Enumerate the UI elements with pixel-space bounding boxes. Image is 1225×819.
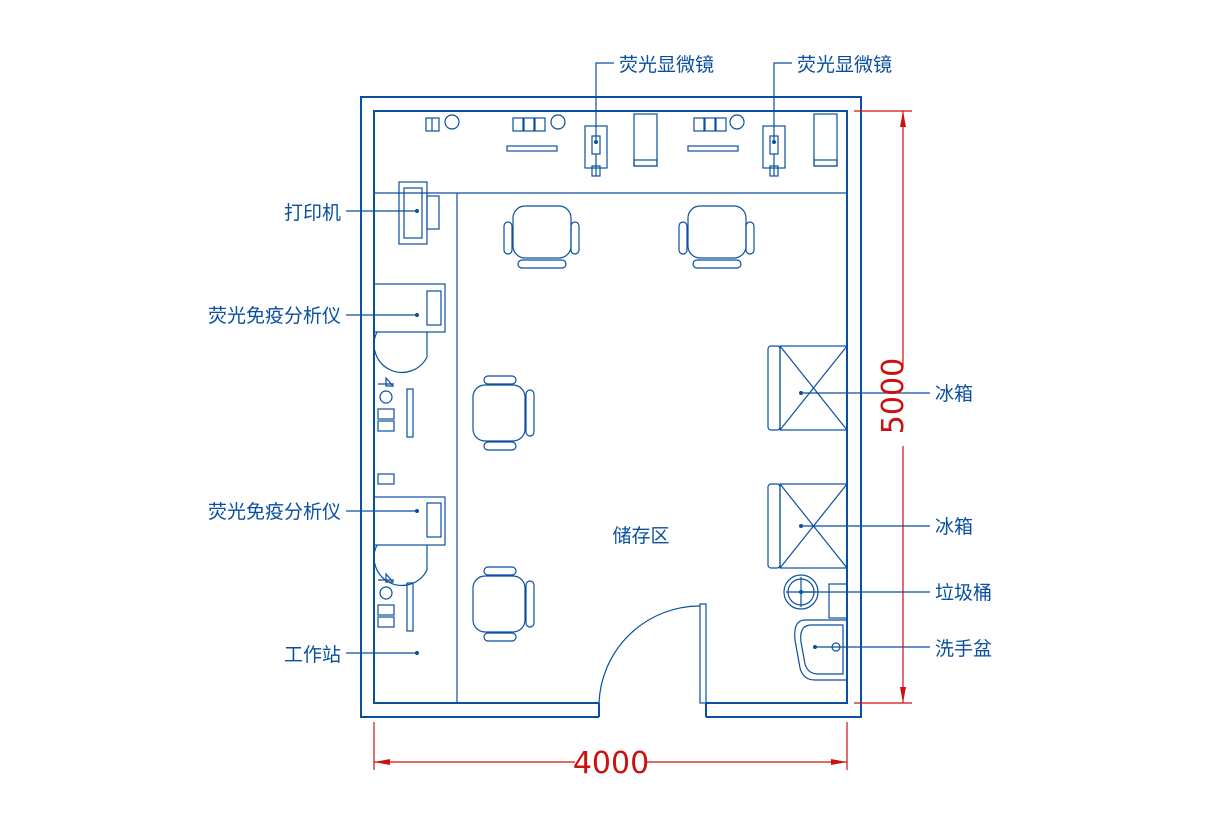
chair-top-left-icon xyxy=(503,205,580,269)
label-fridge-1: 冰箱 xyxy=(935,383,973,405)
printer-icon xyxy=(398,181,440,245)
label-trash: 垃圾桶 xyxy=(935,582,992,604)
label-analyzer-1: 荧光免疫分析仪 xyxy=(208,305,341,327)
door xyxy=(598,603,707,704)
chair-top-right-icon xyxy=(678,205,755,269)
sink-icon xyxy=(794,619,848,681)
chair-bottom-left-icon xyxy=(472,566,535,642)
dimension-height xyxy=(854,110,912,704)
walls xyxy=(360,96,862,718)
dimension-width xyxy=(373,722,848,770)
label-microscope-2: 荧光显微镜 xyxy=(797,54,892,76)
trash-icon xyxy=(783,574,848,619)
label-analyzer-2: 荧光免疫分析仪 xyxy=(208,501,341,523)
top-counter-items xyxy=(425,113,838,167)
analyzer-2-icon xyxy=(373,496,446,587)
dimension-height-label: 5000 xyxy=(876,358,911,434)
leader-lines xyxy=(346,62,930,655)
label-storage: 储存区 xyxy=(612,525,669,547)
left-counter-items xyxy=(377,376,414,632)
counters xyxy=(374,192,847,703)
analyzer-1-icon xyxy=(373,283,446,374)
label-fridge-2: 冰箱 xyxy=(935,516,973,538)
label-sink: 洗手盆 xyxy=(935,638,992,660)
label-workstation: 工作站 xyxy=(284,644,341,666)
label-printer: 打印机 xyxy=(284,202,341,224)
label-microscope-1: 荧光显微镜 xyxy=(619,54,714,76)
dimension-width-label: 4000 xyxy=(573,746,649,781)
fridge-1-icon xyxy=(767,345,848,431)
chair-mid-left-icon xyxy=(472,375,535,451)
